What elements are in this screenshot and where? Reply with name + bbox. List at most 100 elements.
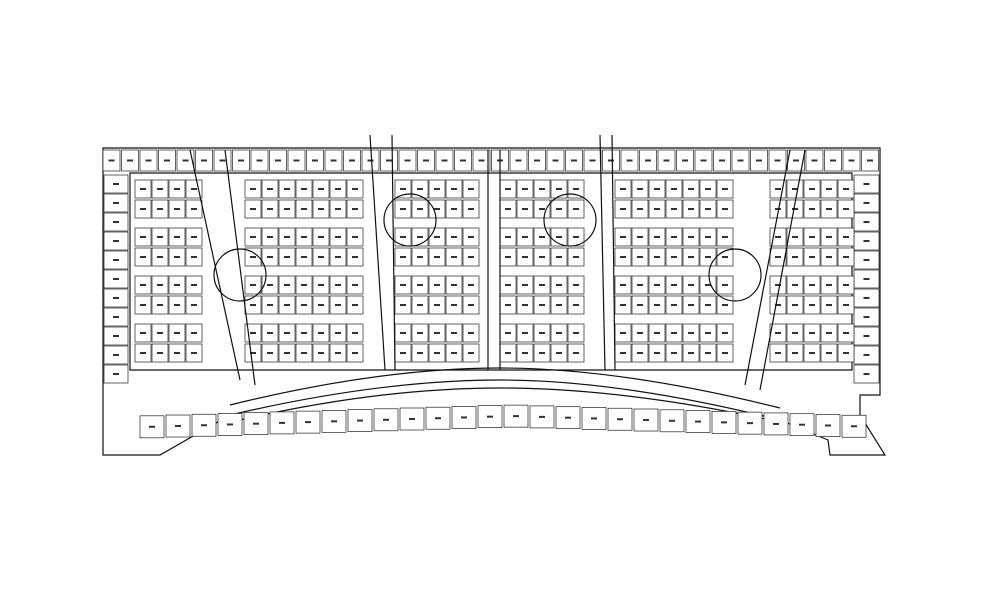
room-label [331, 420, 337, 423]
room-label [182, 159, 189, 162]
room-label [253, 422, 259, 425]
room-label [157, 332, 163, 334]
room-label [573, 352, 579, 354]
room-label [434, 284, 440, 286]
room-label [671, 208, 677, 210]
room-label [671, 236, 677, 238]
room-label [722, 284, 728, 286]
room-label [451, 304, 457, 306]
room-label [863, 354, 870, 356]
room-label [539, 304, 545, 306]
room-label [626, 159, 633, 162]
room-label [284, 284, 290, 286]
room-label [695, 420, 701, 423]
room-label [705, 208, 711, 210]
room-label [108, 159, 115, 162]
room-label [722, 332, 728, 334]
room-label [863, 221, 870, 223]
room-label [305, 421, 311, 424]
room-label [522, 284, 528, 286]
room-label [688, 352, 694, 354]
room-label [573, 188, 579, 190]
room-label [863, 183, 870, 185]
room-label [620, 332, 626, 334]
room-label [293, 159, 300, 162]
room-label [505, 208, 511, 210]
corridor-wall [189, 149, 241, 381]
room-label [722, 236, 728, 238]
room-label [400, 332, 406, 334]
room-label [654, 208, 660, 210]
room-label [826, 208, 832, 210]
room-label [174, 236, 180, 238]
room-label [267, 208, 273, 210]
room-label [284, 332, 290, 334]
room-label [522, 236, 528, 238]
room-label [434, 256, 440, 258]
room-label [539, 208, 545, 210]
room-label [175, 425, 181, 428]
room-label [174, 188, 180, 190]
corridor-wall [224, 149, 256, 386]
room-label [468, 188, 474, 190]
room-label [809, 236, 815, 238]
room-label [417, 208, 423, 210]
room-label [386, 159, 392, 162]
room-label [267, 256, 273, 258]
room-label [688, 188, 694, 190]
room-label [573, 304, 579, 306]
room-label [534, 159, 540, 162]
room-label [267, 304, 273, 306]
room-label [250, 256, 256, 258]
room-label [352, 352, 358, 354]
room-label [825, 424, 831, 427]
room-label [671, 284, 677, 286]
room-label [863, 259, 870, 261]
room-label [468, 284, 474, 286]
room-label [267, 284, 273, 286]
room-label [654, 256, 660, 258]
room-label [250, 352, 256, 354]
room-label [284, 304, 290, 306]
room-label [556, 188, 562, 190]
room-label [335, 208, 341, 210]
room-label [671, 256, 677, 258]
room-label [400, 352, 406, 354]
room-label [157, 304, 163, 306]
room-label [522, 332, 528, 334]
room-label [775, 284, 781, 286]
room-label [505, 332, 511, 334]
room-label [809, 188, 815, 190]
room-label [774, 159, 781, 162]
room-label [654, 188, 660, 190]
room-label [722, 208, 728, 210]
room-label [775, 256, 781, 258]
room-label [565, 416, 571, 419]
room-label [663, 159, 670, 162]
room-label [267, 236, 273, 238]
room-label [830, 159, 836, 162]
room-label [191, 188, 197, 190]
room-label [468, 256, 474, 258]
rotunda [708, 248, 762, 302]
room-label [654, 332, 660, 334]
room-label [573, 284, 579, 286]
room-label [556, 284, 562, 286]
room-label [318, 236, 324, 238]
room-label [843, 208, 849, 210]
room-label [113, 278, 119, 280]
room-label [792, 332, 798, 334]
room-label [335, 332, 341, 334]
room-label [318, 332, 324, 334]
room-label [863, 373, 870, 375]
room-label [826, 284, 832, 286]
room-label [335, 304, 341, 306]
room-label [140, 208, 146, 210]
room-label [174, 352, 180, 354]
room-label [352, 236, 358, 238]
room-label [556, 256, 562, 258]
room-label [157, 256, 163, 258]
room-label [434, 304, 440, 306]
room-label [468, 332, 474, 334]
room-label [721, 421, 727, 424]
